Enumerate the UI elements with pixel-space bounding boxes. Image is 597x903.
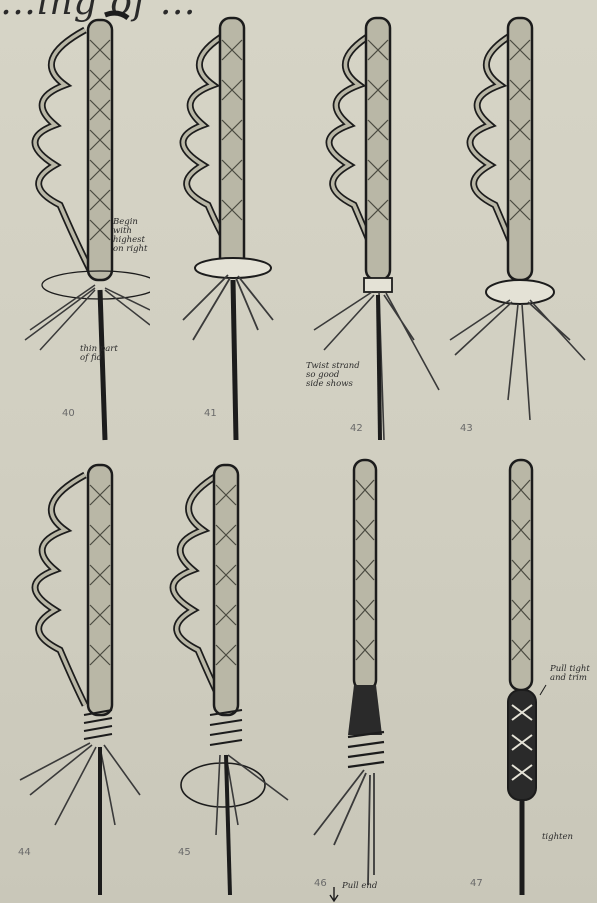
- figure-46-note: Pull end: [342, 882, 377, 891]
- figure-46-number: 46: [314, 878, 327, 889]
- figure-40-note2: thin part of fid: [80, 345, 118, 363]
- figure-42-number: 42: [350, 423, 363, 434]
- figure-45-number: 45: [178, 847, 191, 858]
- figure-44-number: 44: [18, 847, 31, 858]
- figure-41-number: 41: [204, 408, 217, 419]
- figure-47-note: Pull tight and trim: [550, 665, 590, 683]
- figure-47-number: 47: [470, 878, 483, 889]
- figure-47-note2: tighten: [542, 833, 573, 842]
- braided-whip-drawing-41: [148, 0, 298, 450]
- braided-whip-drawing-45: [148, 455, 298, 903]
- figure-42-note: Twist strand so good side shows: [306, 362, 360, 389]
- figure-43: 43: [440, 0, 597, 450]
- figure-45: 45: [148, 455, 298, 903]
- figure-41: 41: [148, 0, 298, 450]
- figure-44: 44: [0, 455, 150, 903]
- figure-40-number: 40: [62, 408, 75, 419]
- figure-40: Begin with highest on right thin part of…: [0, 0, 150, 450]
- figure-42: Twist strand so good side shows 42: [294, 0, 444, 450]
- braided-whip-drawing-44: [0, 455, 150, 903]
- braided-whip-drawing-43: [440, 0, 597, 450]
- figure-46: Pull end 46: [294, 455, 444, 903]
- figure-40-note: Begin with highest on right: [113, 218, 150, 254]
- braided-whip-drawing-46: [294, 455, 444, 903]
- figure-43-number: 43: [460, 423, 473, 434]
- figure-47: Pull tight and trim tighten 47: [440, 455, 597, 903]
